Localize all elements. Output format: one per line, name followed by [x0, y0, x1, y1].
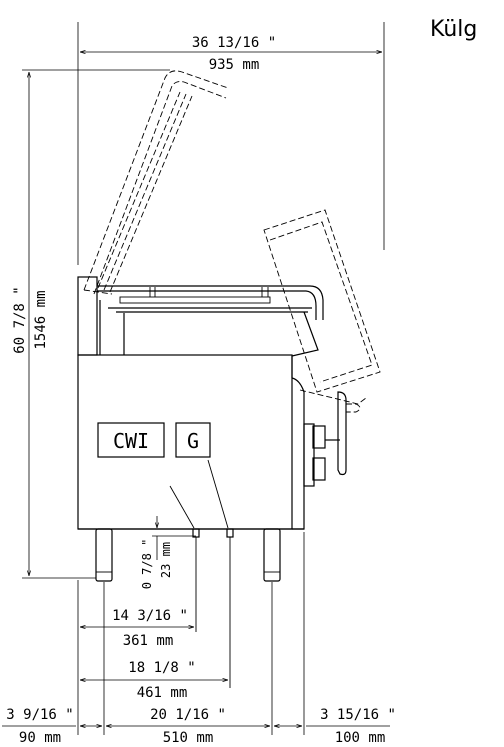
inlet-height-mm: 23 mm — [159, 542, 173, 578]
cwi-offset-in: 14 3/16 " — [112, 608, 188, 624]
right-width-in: 3 15/16 " — [320, 707, 396, 723]
overall-height-mm: 1546 mm — [33, 290, 49, 349]
g-offset-in: 18 1/8 " — [128, 660, 195, 676]
left-width-in: 3 9/16 " — [6, 707, 73, 723]
cwi-offset-dimension: 14 3/16 " 361 mm — [77, 580, 194, 735]
tilted-pan-outline — [263, 209, 381, 405]
legs — [95, 528, 281, 582]
control-knob — [303, 391, 361, 487]
kettle-body — [77, 276, 324, 530]
raised-lid-outline — [83, 70, 229, 295]
g-offset-dimension: 18 1/8 " 461 mm — [80, 660, 228, 701]
overall-height-in: 60 7/8 " — [12, 286, 28, 353]
right-width-mm: 100 mm — [335, 730, 386, 746]
cwi-offset-mm: 361 mm — [123, 633, 174, 649]
connection-labels: CWI G — [97, 422, 234, 688]
inlet-height-in: 0 7/8 " — [140, 539, 154, 590]
overall-width-dimension: 36 13/16 " 935 mm — [77, 22, 385, 265]
overall-width-in: 36 13/16 " — [192, 35, 276, 51]
g-label-box — [175, 422, 211, 458]
overall-width-mm: 935 mm — [209, 57, 260, 73]
bottom-width-dimensions: 3 9/16 " 90 mm 20 1/16 " 510 mm 3 15/16 … — [2, 532, 396, 746]
g-offset-mm: 461 mm — [137, 685, 188, 701]
brand-title: Külg — [430, 17, 477, 42]
left-width-mm: 90 mm — [19, 730, 61, 746]
inlet-height-dimension: 0 7/8 " 23 mm — [140, 516, 196, 589]
cwi-label-box — [97, 422, 165, 458]
cwi-label: CWI — [113, 429, 149, 453]
center-width-in: 20 1/16 " — [150, 707, 226, 723]
g-label: G — [187, 429, 199, 453]
center-width-mm: 510 mm — [163, 730, 214, 746]
overall-height-dimension: 60 7/8 " 1546 mm — [12, 69, 170, 579]
